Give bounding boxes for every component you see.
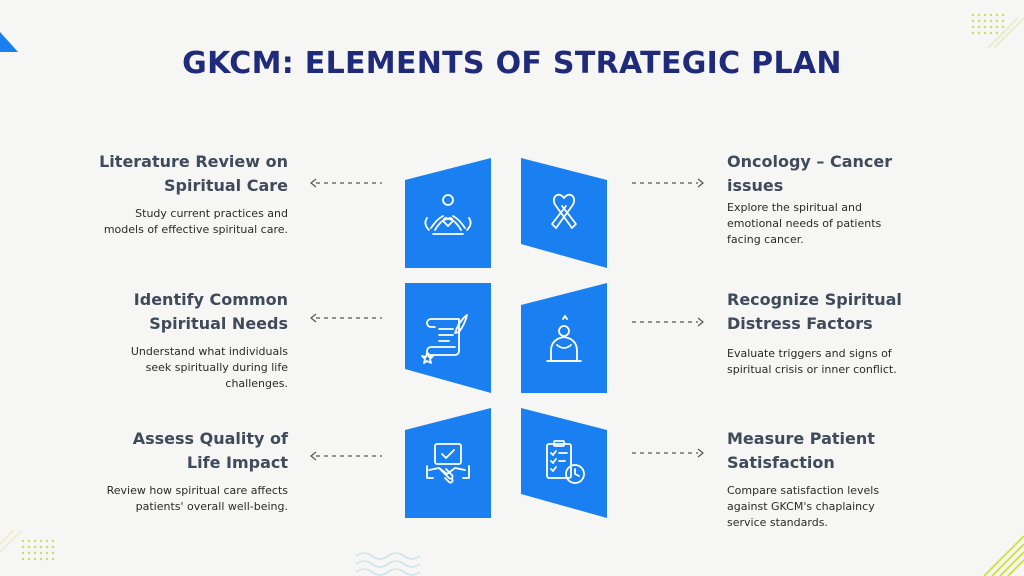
decoration-dot [21, 545, 25, 549]
decoration-dot [983, 25, 987, 29]
handshake-certificate-icon [426, 443, 470, 484]
decoration-dot [39, 539, 43, 543]
decoration-dot [51, 557, 55, 561]
decoration-dot [989, 25, 993, 29]
decoration-dot [1001, 13, 1005, 17]
tile-spiritual-distress [521, 283, 607, 393]
arrow-right-icon [632, 178, 704, 188]
decoration-dot [971, 13, 975, 17]
arrow-left-icon [310, 178, 382, 188]
decoration-dot [983, 13, 987, 17]
wave-lines-decoration-bottom [356, 552, 420, 576]
decoration-dot [971, 25, 975, 29]
decoration-dot [971, 19, 975, 23]
decoration-dot [39, 545, 43, 549]
decoration-dot [989, 19, 993, 23]
decoration-dot [33, 539, 37, 543]
dot-grid-decoration-bottom-left [21, 539, 55, 561]
decoration-dot [45, 551, 49, 555]
decoration-dot [51, 539, 55, 543]
diagonal-lines-decoration-bottom-left [0, 530, 23, 553]
decoration-dot [995, 25, 999, 29]
decoration-dot [39, 551, 43, 555]
tile-identify-needs [405, 283, 491, 393]
arrow-left-icon [310, 451, 382, 461]
decoration-dot [33, 557, 37, 561]
decoration-dot [995, 19, 999, 23]
tile-patient-satisfaction [521, 408, 607, 518]
arrow-right-icon [632, 317, 704, 327]
decoration-dot [977, 31, 981, 35]
checklist-clock-icon [546, 440, 585, 484]
decoration-dot [21, 539, 25, 543]
decoration-dot [983, 19, 987, 23]
decoration-dot [27, 545, 31, 549]
decoration-dot [1001, 19, 1005, 23]
dot-grid-decoration-top-right [971, 13, 1005, 35]
tile-literature-review [405, 158, 491, 268]
decoration-dot [977, 13, 981, 17]
decoration-dot [45, 539, 49, 543]
arrow-left-icon [310, 313, 382, 323]
page-title: GKCM: ELEMENTS OF STRATEGIC PLAN [182, 46, 842, 81]
tile-oncology [521, 158, 607, 268]
arrow-right-icon [632, 448, 704, 458]
decoration-dot [51, 551, 55, 555]
meditation-heart-icon [424, 194, 472, 235]
decoration-dot [989, 13, 993, 17]
decoration-dot [21, 557, 25, 561]
decoration-dot [27, 551, 31, 555]
decoration-dot [51, 545, 55, 549]
decoration-dot [27, 539, 31, 543]
diagonal-lines-decoration-bottom-right [983, 535, 1024, 576]
decoration-dot [995, 31, 999, 35]
corner-triangle-decoration [0, 32, 18, 52]
decoration-dot [45, 557, 49, 561]
decoration-dot [971, 31, 975, 35]
decoration-dot [33, 551, 37, 555]
scroll-quill-icon [421, 314, 468, 364]
decoration-dot [39, 557, 43, 561]
decoration-dot [1001, 25, 1005, 29]
decoration-dot [977, 19, 981, 23]
distressed-person-icon [546, 315, 582, 362]
decoration-dot [27, 557, 31, 561]
decoration-dot [983, 31, 987, 35]
decoration-dot [977, 25, 981, 29]
decoration-dot [45, 545, 49, 549]
tile-quality-of-life [405, 408, 491, 518]
decoration-dot [989, 31, 993, 35]
diagonal-lines-decoration-top-right [988, 18, 1024, 48]
decoration-dot [33, 545, 37, 549]
decoration-dot [995, 13, 999, 17]
decoration-dot [21, 551, 25, 555]
awareness-ribbon-icon [551, 193, 577, 229]
